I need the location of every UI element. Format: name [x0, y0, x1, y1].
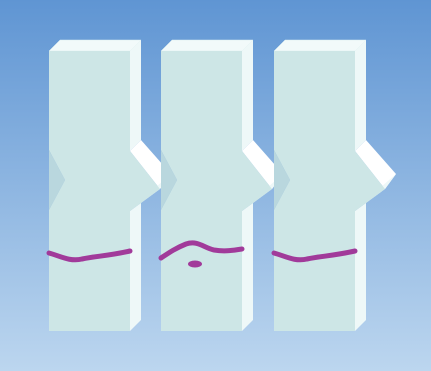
- specimen-top-face: [161, 40, 253, 51]
- specimen-side-face-upper: [130, 40, 141, 151]
- specimens-group: [49, 40, 396, 331]
- specimen-top-face: [49, 40, 141, 51]
- specimen-top-face: [274, 40, 366, 51]
- specimen-side-face-upper: [242, 40, 253, 151]
- specimen-side-face-upper: [355, 40, 366, 151]
- inclusion-mark: [188, 261, 202, 268]
